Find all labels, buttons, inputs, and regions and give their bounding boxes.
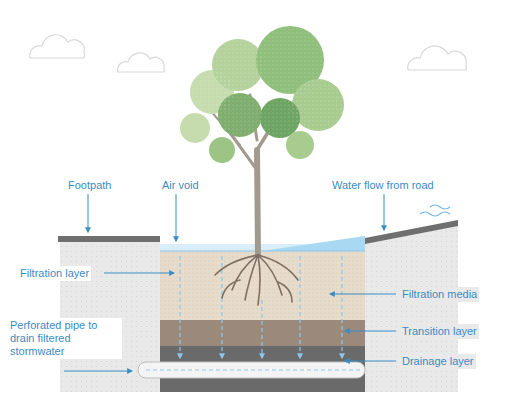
- footpath-surface: [58, 236, 160, 242]
- part-label: Footpath: [66, 178, 113, 193]
- part-label: Drainage layer: [400, 354, 476, 369]
- part-label: Water flow from road: [330, 178, 436, 193]
- water-flow-symbol: [420, 212, 450, 216]
- part-label: Transition layer: [400, 324, 479, 339]
- water-wedge: [262, 236, 365, 251]
- road-surface: [365, 220, 458, 244]
- pipe-flow: [146, 370, 360, 371]
- infiltration-arrows: [180, 256, 342, 358]
- perforated-pipe: [138, 362, 365, 378]
- water-line: [160, 251, 365, 252]
- part-label: Filtration layer: [18, 266, 91, 281]
- tree-foliage: [180, 26, 344, 163]
- tree-roots: [215, 255, 298, 305]
- part-label: Perforated pipe to drain filtered stormw…: [8, 318, 122, 359]
- part-label: Filtration media: [400, 287, 479, 302]
- part-label: Air void: [160, 178, 201, 193]
- water-flow-symbol: [430, 205, 450, 209]
